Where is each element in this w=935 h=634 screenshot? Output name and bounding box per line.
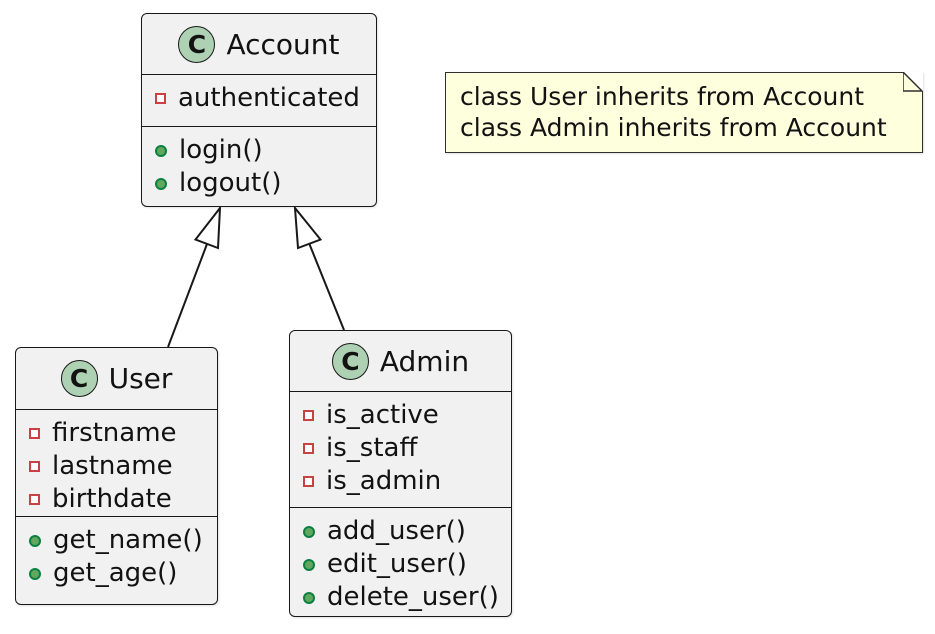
field-label: lastname xyxy=(52,451,173,481)
note-line: class User inherits from Account xyxy=(460,82,865,111)
field-label: is_active xyxy=(326,400,439,430)
class-header-user: C User xyxy=(16,348,217,410)
field-label: is_staff xyxy=(326,433,418,463)
field-visibility-icon xyxy=(303,443,314,454)
class-title-admin: Admin xyxy=(379,344,470,378)
method-visibility-icon xyxy=(155,144,167,157)
field-row: lastname xyxy=(29,450,204,483)
method-label: delete_user() xyxy=(327,582,499,612)
class-c-badge-icon: C xyxy=(331,342,369,380)
inheritance-arrow-admin-to-account xyxy=(293,204,345,331)
method-row: logout() xyxy=(155,167,363,200)
inheritance-arrow-user-to-account xyxy=(167,204,222,348)
method-row: edit_user() xyxy=(303,548,498,581)
field-row: birthdate xyxy=(29,483,204,516)
field-row: is_staff xyxy=(303,432,498,465)
method-row: get_name() xyxy=(29,524,204,557)
method-label: get_name() xyxy=(53,525,203,555)
method-visibility-icon xyxy=(303,558,315,571)
class-box-user: C User firstname lastname birthdate get_… xyxy=(15,347,218,605)
class-c-badge-icon: C xyxy=(178,25,216,63)
field-row: is_admin xyxy=(303,465,498,498)
method-label: logout() xyxy=(179,168,282,198)
method-visibility-icon xyxy=(29,534,41,547)
method-row: add_user() xyxy=(303,515,498,548)
class-header-account: C Account xyxy=(142,14,376,75)
field-visibility-icon xyxy=(155,93,166,104)
method-label: edit_user() xyxy=(327,549,467,579)
fields-section-admin: is_active is_staff is_admin xyxy=(290,392,511,508)
field-visibility-icon xyxy=(29,428,40,439)
methods-section-account: login() logout() xyxy=(142,127,376,206)
field-visibility-icon xyxy=(303,476,314,487)
method-row: login() xyxy=(155,134,363,167)
method-visibility-icon xyxy=(155,177,167,190)
class-title-account: Account xyxy=(226,27,340,61)
note-inheritance-comment: class User inherits from Account class A… xyxy=(445,72,923,153)
method-label: add_user() xyxy=(327,516,466,546)
field-row: firstname xyxy=(29,417,204,450)
note-folded-corner-icon xyxy=(903,72,923,92)
method-visibility-icon xyxy=(303,591,315,604)
field-label: birthdate xyxy=(52,484,172,514)
fields-section-user: firstname lastname birthdate xyxy=(16,410,217,517)
methods-section-admin: add_user() edit_user() delete_user() xyxy=(290,508,511,616)
method-row: delete_user() xyxy=(303,581,499,614)
field-label: is_admin xyxy=(326,466,442,496)
fields-section-account: authenticated xyxy=(142,75,376,127)
field-label: firstname xyxy=(52,418,177,448)
method-row: get_age() xyxy=(29,557,204,590)
field-visibility-icon xyxy=(29,461,40,472)
method-label: get_age() xyxy=(53,558,178,588)
field-row: is_active xyxy=(303,399,498,432)
class-box-account: C Account authenticated login() logout() xyxy=(141,13,377,207)
method-visibility-icon xyxy=(29,567,41,580)
method-label: login() xyxy=(179,135,263,165)
class-c-badge-icon: C xyxy=(60,360,98,397)
field-label: authenticated xyxy=(178,83,360,113)
note-line: class Admin inherits from Account xyxy=(460,113,887,142)
field-row: authenticated xyxy=(155,82,363,115)
class-box-admin: C Admin is_active is_staff is_admin add_… xyxy=(289,330,512,617)
method-visibility-icon xyxy=(303,525,315,538)
methods-section-user: get_name() get_age() xyxy=(16,517,217,604)
class-header-admin: C Admin xyxy=(290,331,511,392)
field-visibility-icon xyxy=(303,410,314,421)
class-title-user: User xyxy=(108,362,173,395)
field-visibility-icon xyxy=(29,494,40,505)
